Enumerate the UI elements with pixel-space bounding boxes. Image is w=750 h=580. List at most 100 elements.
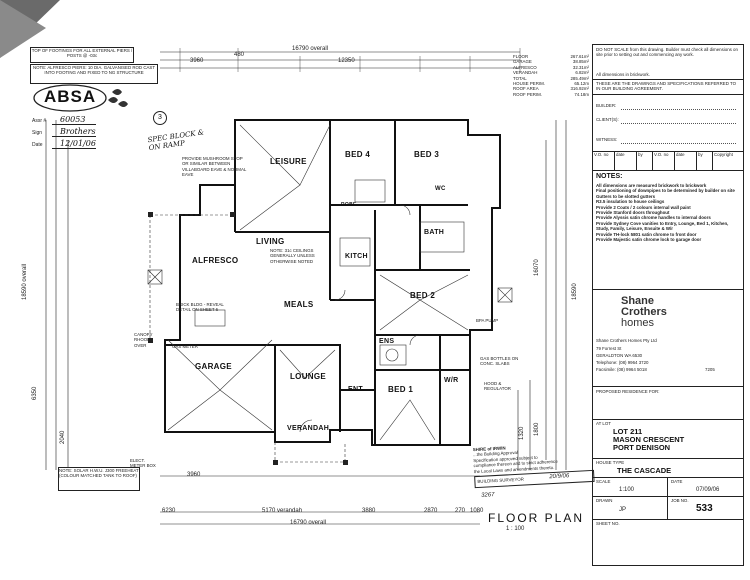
room-bath: BATH [424,229,445,236]
brand-line2: Crothers [621,306,667,318]
note-item: Provide Majestic satin chrome lock to ga… [596,237,702,243]
rev-h3: V.O. no [653,152,675,170]
room-bed1: BED 1 [388,385,414,394]
room-wc: WC [435,186,446,192]
room-bed2: BED 2 [410,291,436,300]
note-item: Provide 2 Coats / 2 colours internal wal… [596,204,691,210]
dim-480-top: 480 [234,52,245,58]
sheet-label: SHEET NO. [596,521,620,526]
job-value: 533 [696,503,713,514]
note-item: Provide Stanford doors throughout [596,210,670,216]
room-bed4: BED 4 [345,150,371,159]
room-leisure: LEISURE [270,157,307,166]
notes-title: NOTES: [596,173,623,180]
brand-logo: Shane Crothers homes [621,296,667,329]
date-block-value: 07/09/06 [696,487,720,493]
dim-6230: 6230 [162,508,176,514]
rev-h0: V.O. no [593,152,615,170]
scale-warning: DO NOT SCALE from this drawing. Builder … [596,47,738,58]
dim-3960-top: 3960 [190,58,204,64]
company-name: Shane Crothers Homes Pty Ltd [596,338,657,343]
alfresco-pier-note: NOTE: ALFRESCO PIERS: 10 DIA. GALVANISED… [30,64,158,84]
dim-12350: 12350 [338,58,355,64]
brand-line3: homes [621,317,655,329]
dim-3880: 3880 [362,508,376,514]
house-type-label: HOUSE TYPE [596,460,625,465]
note-gas-meter: GAS METER [172,344,198,349]
approval-stamp: SHIRE of IRWIN ...the Building Approval … [473,441,596,503]
note-hood: HOOD & REGULATOR [484,381,511,392]
absa-logo-text: ABSA [44,87,97,106]
dim-5170: 5170 verandah [262,508,303,514]
approval-permit: 3267 [481,492,495,499]
revision-table: V.O. no date by V.O. no date by Copyrigh… [593,152,743,171]
room-kitch: KITCH [345,253,368,260]
title-block-panel: DO NOT SCALE from this drawing. Builder … [592,44,744,566]
witness-label: WITNESS: [596,137,618,142]
scale-label: SCALE [596,479,611,484]
company-address2: GERALDTON WA 6530 [596,353,643,358]
agreement-note: THESE ARE THE DRAWINGS AND SPECIFICATION… [596,81,737,92]
dim-3960-bottom: 3960 [187,472,201,478]
proposed-label: PROPOSED RESIDENCE FOR: [596,389,660,394]
drawing-scale: 1 : 100 [506,526,525,532]
dim-270: 270 [455,508,466,514]
street-name: MASON CRESCENT [613,435,685,444]
room-bed3: BED 3 [414,150,440,159]
scale-value: 1:100 [619,487,635,493]
approval-surveyor: BUILDING SURVEYOR [477,476,525,485]
note-mushroom: PROVIDE MUSHROOM STOP OR SIMILAR BETWEEN… [182,156,247,178]
floor-plan-drawing [45,48,567,525]
company-address1: 79 Forrest St [596,346,622,351]
brickwork-note: All dimensions in brickwork. [596,72,650,77]
note-item: R3.5 insulation to house ceilings [596,199,665,205]
note-elect-meter: ELECT. METER BOX [130,458,156,469]
area-row: ROOF PERIM.74.18m [513,91,589,97]
room-verandah: VERANDAH [287,425,330,432]
date-block-label: DATE [671,479,683,484]
date-label: Date [32,142,43,148]
room-meals: MEALS [284,300,314,309]
note-gas-bottles: GAS BOTTLES ON CONC. SLABS [480,356,519,367]
absa-stamp: ABSA Assr # Sign Date 60053 Brothers 12/… [30,84,130,160]
date-value: 12/01/06 [60,139,96,148]
rev-h2: by [637,152,653,170]
footing-note: TOP OF FOOTINGS FOR ALL EXTERNAL PIERS /… [30,47,134,63]
job-label: JOB NO. [671,498,689,503]
drawn-value: JP [619,507,627,513]
note-ceiling: NOTE: 31c CEILINGS GENERALLY UNLESS OTHE… [270,248,315,264]
note-solar: NOTE: SOLAR H.W.U. J300 FREEHEAT (COLOUR… [58,467,140,491]
room-ens: ENS [379,338,395,345]
note-item: Final positioning of downpipes to be det… [596,188,735,194]
copyright-label: Copyright [714,152,733,157]
company-telephone: Telephone: (08) 9964 3720 [596,360,649,365]
room-wir: W/R [444,377,459,384]
rev-h5: by [697,152,713,170]
rev-h4: date [675,152,697,170]
notes-list: All dimensions are measured brickwork to… [596,183,740,242]
room-garage: GARAGE [195,362,232,371]
drawn-label: DRAWN [596,498,613,503]
room-robe: ROBE [341,202,357,208]
builder-number: 7205 [705,367,715,372]
note-item: Provide TH-lock 5801 satin chrome to fro… [596,231,697,237]
room-lounge: LOUNGE [290,372,327,381]
assr-value: 60053 [60,115,86,124]
dim-overall-top: 16790 overall [292,46,329,52]
note-item: Gutters to be slotted gutters [596,193,656,199]
sign-label: Sign [32,130,43,136]
circled-number: 3 [153,111,167,125]
rev-h1: date [615,152,637,170]
room-living: LIVING [256,237,285,246]
company-facsimile: Facsimile: (08) 9964 5018 [596,367,647,372]
sign-value: Brothers [60,127,96,136]
town-name: PORT DENISON [613,443,671,452]
note-item: Provide Alyssis satin chrome handles to … [596,215,711,221]
